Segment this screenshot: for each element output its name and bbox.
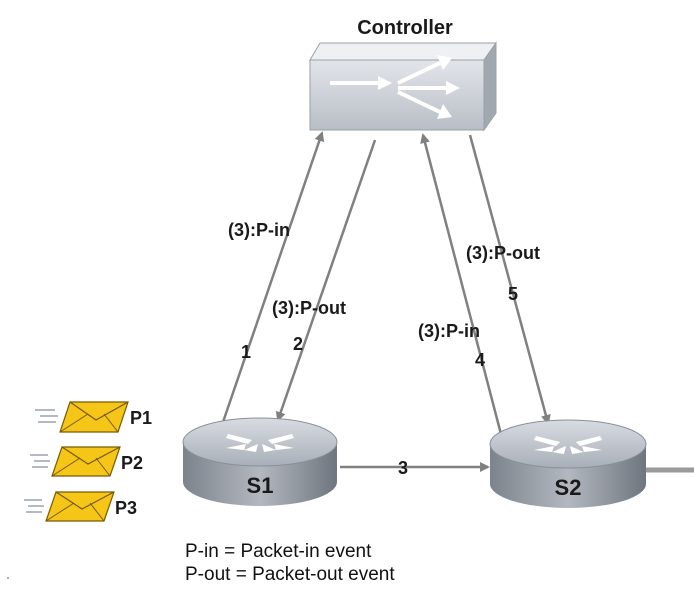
switch-s2-top	[489, 419, 647, 469]
step-2-label: 2	[293, 334, 303, 354]
packet-p3: P3	[24, 491, 137, 522]
arrow-controller-to-s2	[468, 134, 551, 425]
arrow-controller-to-s1	[275, 139, 377, 422]
packet-p1: P1	[35, 401, 152, 433]
switch-s1: S1	[182, 417, 338, 506]
step-4-label: 4	[475, 350, 485, 370]
envelope-icon	[45, 491, 115, 522]
motion-lines	[35, 409, 58, 423]
controller-arrows-icon	[330, 55, 460, 119]
step-3-label: 3	[398, 458, 408, 478]
switch-s2-label: S2	[555, 475, 582, 500]
arrow-s1-to-controller	[220, 131, 325, 426]
packet-p2: P2	[30, 446, 143, 477]
label-p-in-s2: (3):P-in	[418, 321, 480, 341]
arrow-s2-to-controller	[420, 133, 504, 439]
packet-p1-label: P1	[130, 408, 152, 428]
legend-p-in: P-in = Packet-in event	[185, 541, 372, 562]
router-arrows-icon	[226, 434, 294, 452]
packet-p2-label: P2	[121, 453, 143, 473]
envelope-icon	[59, 401, 129, 433]
switch-s2: S2	[489, 419, 647, 508]
controller-top-face	[309, 42, 497, 61]
packet-p3-label: P3	[115, 498, 137, 518]
label-p-in-s1: (3):P-in	[228, 220, 290, 240]
motion-lines	[24, 499, 44, 513]
controller-label: Controller	[357, 17, 453, 39]
controller-node: Controller	[309, 17, 497, 132]
envelope-icon	[51, 446, 121, 477]
legend-p-out: P-out = Packet-out event	[185, 564, 395, 585]
switch-s1-label: S1	[247, 473, 274, 498]
router-arrows-icon	[534, 436, 602, 454]
controller-front-face	[309, 59, 485, 131]
label-p-out-s2: (3):P-out	[466, 243, 540, 263]
stray-dot	[7, 577, 9, 579]
switch-s1-top	[182, 417, 338, 467]
label-p-out-s1: (3):P-out	[272, 298, 346, 318]
step-1-label: 1	[241, 342, 251, 362]
step-5-label: 5	[508, 284, 518, 304]
motion-lines	[30, 454, 50, 468]
